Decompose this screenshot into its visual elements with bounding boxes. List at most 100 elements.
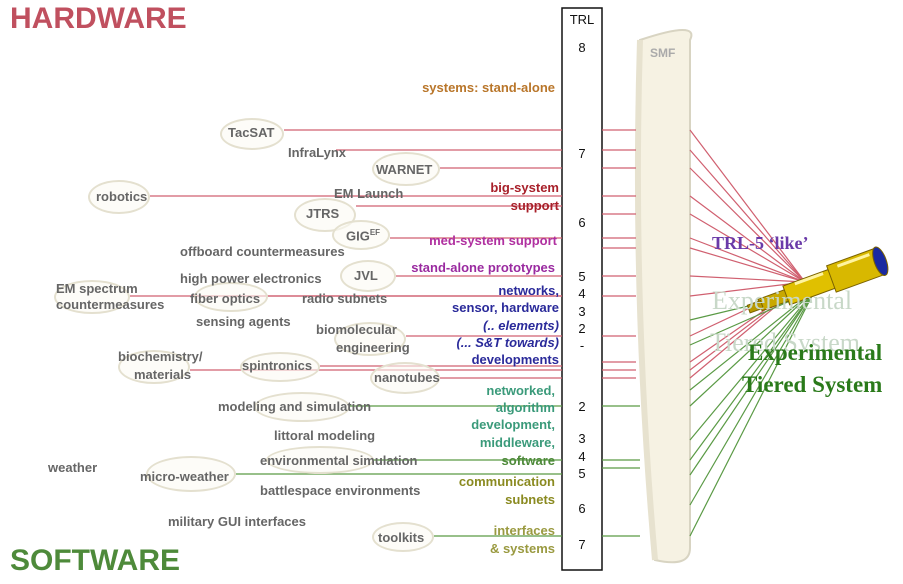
node-micro-weather: micro-weather [140, 469, 229, 484]
bubble [370, 362, 440, 394]
gig-text: GIG [346, 228, 370, 244]
trl-level: 4 [578, 449, 586, 464]
cat-interfaces: interfaces [493, 523, 555, 538]
node-radio-subnets: radio subnets [302, 291, 388, 306]
node-biochemistry-2: materials [134, 367, 192, 382]
node-jvl: JVL [354, 268, 378, 283]
bubble [332, 220, 390, 250]
fan-connector [689, 129, 806, 283]
trl-level: 3 [578, 304, 586, 319]
node-jtrs: JTRS [306, 206, 340, 221]
cat-networks-5: developments [471, 352, 559, 367]
fan-connector [689, 289, 816, 461]
cat-networked: networked, [486, 383, 555, 398]
node-nanotubes: nanotubes [374, 370, 440, 385]
trl-column [561, 7, 603, 571]
cat-networks-2: sensor, hardware [452, 300, 559, 315]
trl-level: 5 [578, 269, 586, 284]
cat-networks-3: (.. elements) [483, 318, 559, 333]
fan-connector [689, 289, 816, 476]
trl-level: 2 [578, 321, 586, 336]
trl-level: 8 [578, 40, 586, 55]
smf-cylinder [634, 29, 693, 564]
cat-comm: communication [458, 474, 555, 489]
smf-label: SMF [650, 46, 676, 60]
trl-level: 4 [578, 286, 586, 301]
fan-connector [689, 247, 806, 283]
node-tacsat: TacSAT [228, 125, 275, 140]
bubble [372, 152, 440, 186]
node-fiber-optics: fiber optics [190, 291, 261, 306]
cat-networks-4: (... S&T towards) [456, 335, 559, 350]
output-label-2: Tiered System [742, 372, 883, 397]
fan-connector [689, 289, 816, 391]
node-toolkits: toolkits [378, 530, 425, 545]
bubble [118, 350, 190, 384]
fan-connector [689, 289, 816, 407]
bubble [220, 118, 284, 150]
telescope-icon [746, 246, 889, 314]
software-heading: SOFTWARE [10, 544, 180, 577]
fan-connector [689, 275, 806, 283]
fan-connector [689, 289, 816, 537]
trl-level: 5 [578, 466, 586, 481]
bubble [194, 282, 268, 312]
node-modeling: modeling and simulation [218, 399, 372, 414]
ghost-label-2: Tiered System [710, 328, 860, 357]
node-offboard: offboard countermeasures [180, 244, 345, 259]
trl-level: 2 [578, 399, 586, 414]
cat-networked-4: middleware, [479, 435, 555, 450]
cat-big-system: big-system [490, 180, 559, 195]
fan-connector [689, 149, 806, 283]
node-weather: weather [48, 460, 98, 475]
bubble [88, 180, 150, 214]
bubble [372, 522, 434, 552]
node-gig: GIGEF [346, 228, 380, 243]
bubble [340, 260, 396, 292]
fan-connector [689, 195, 806, 283]
node-warnet: WARNET [376, 162, 433, 177]
node-robotics: robotics [96, 189, 148, 204]
node-high-power: high power electronics [180, 271, 322, 286]
output-label: Experimental [748, 340, 883, 365]
cat-comm-2: subnets [505, 492, 555, 507]
node-em-spectrum-2: countermeasures [56, 297, 165, 312]
node-env-sim: environmental simulation [260, 453, 418, 468]
node-biomolecular-2: engineering [336, 340, 410, 355]
cat-networks: networks, [498, 283, 559, 298]
trl-level: 3 [578, 431, 586, 446]
node-em-launch: EM Launch [334, 186, 404, 201]
cat-interfaces-2: & systems [489, 541, 555, 556]
node-infralynx: InfraLynx [288, 145, 347, 160]
bubble [266, 446, 374, 474]
node-biochemistry: biochemistry/ [118, 349, 203, 364]
node-gui: military GUI interfaces [168, 514, 306, 529]
cat-networked-2: algorithm [495, 400, 555, 415]
gig-superscript: EF [369, 228, 381, 237]
bubble [334, 322, 406, 356]
bubble [240, 352, 320, 382]
cat-networked-3: development, [471, 417, 555, 432]
node-littoral: littoral modeling [274, 428, 376, 443]
fan-connector [689, 289, 816, 441]
cat-big-system-2: support [510, 198, 559, 213]
fan-connector [689, 237, 806, 283]
bubble [254, 392, 350, 422]
cat-standalone-prototypes: stand-alone prototypes [411, 260, 555, 275]
ghost-label: Experimental [712, 286, 853, 315]
trl-label: TRL [569, 12, 595, 27]
node-battlespace: battlespace environments [260, 483, 421, 498]
fan-connector [689, 167, 806, 283]
bubble [146, 456, 236, 492]
node-spintronics: spintronics [242, 358, 313, 373]
cat-networked-5: software [501, 453, 555, 468]
cat-standalone-systems: systems: stand-alone [422, 80, 555, 95]
fan-connector [689, 213, 806, 283]
fan-connector [689, 289, 816, 506]
trl5-like-label: TRL-5 ‘like’ [712, 233, 809, 253]
hardware-heading: HARDWARE [10, 2, 187, 35]
node-em-spectrum: EM spectrum [56, 281, 138, 296]
node-sensing-agents: sensing agents [196, 314, 291, 329]
trl-level: 6 [578, 215, 586, 230]
